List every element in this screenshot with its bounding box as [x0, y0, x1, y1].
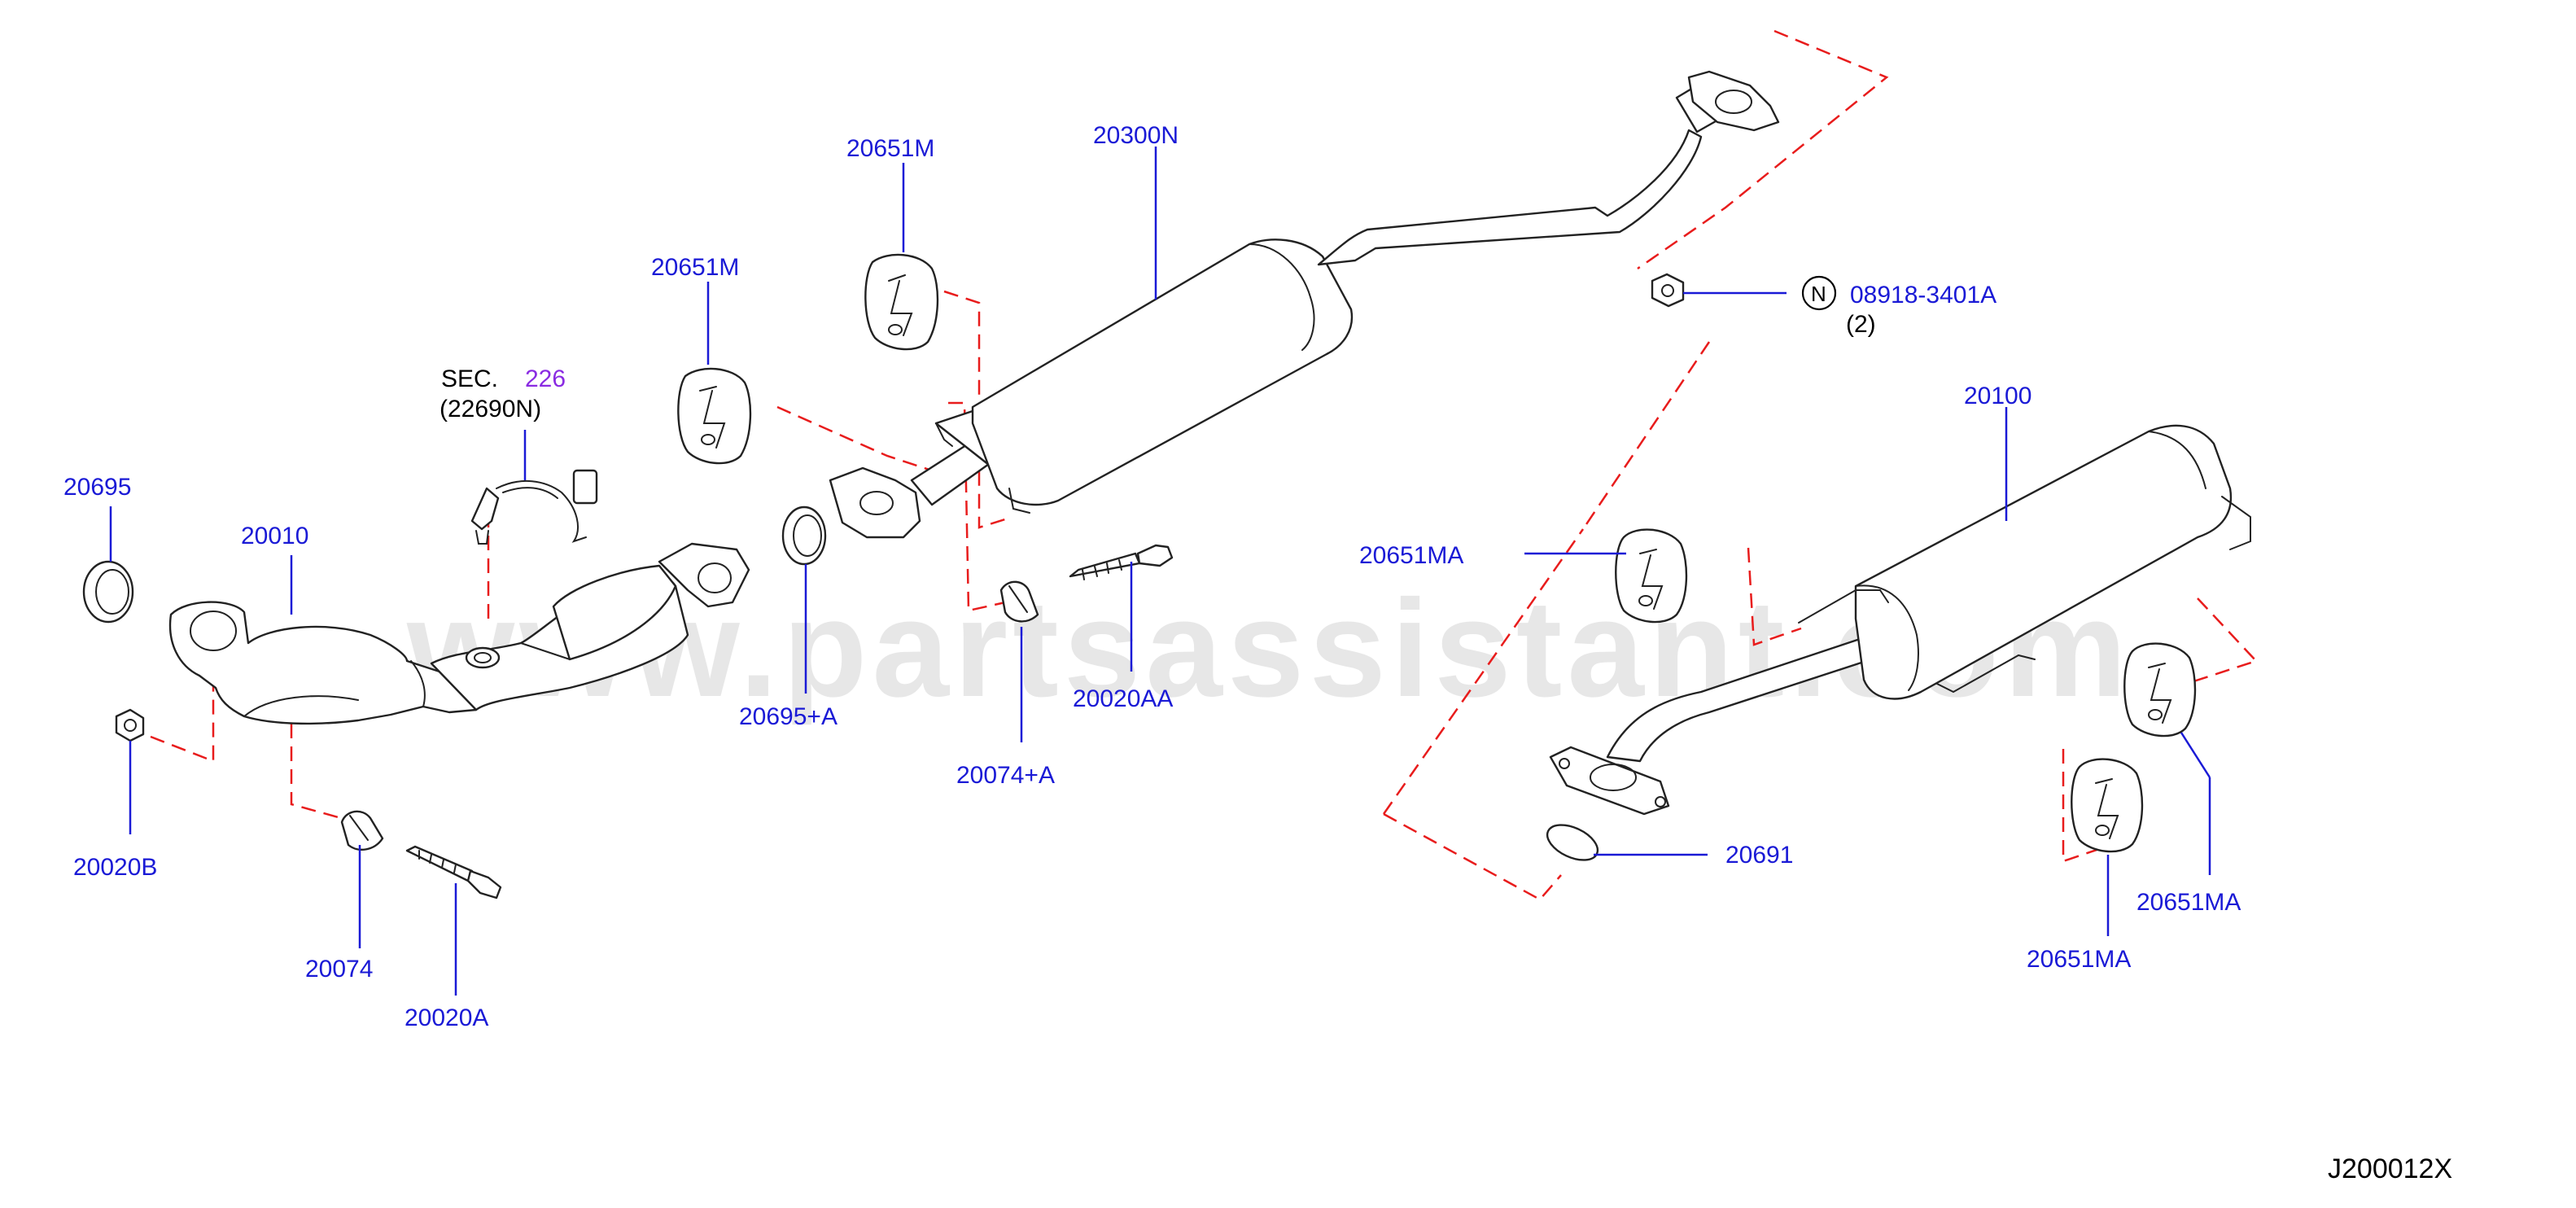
part-20691-ring-gasket[interactable]: [1542, 818, 1603, 868]
label-08918-3401A[interactable]: 08918-3401A: [1850, 282, 1997, 309]
label-20651M-b[interactable]: 20651M: [846, 135, 934, 162]
part-20020B-nut[interactable]: [115, 708, 145, 742]
label-20010[interactable]: 20010: [241, 523, 308, 549]
nut-qty: (2): [1846, 311, 1876, 338]
nut-symbol-circle: [1801, 275, 1837, 311]
part-20020AA-bolt[interactable]: [1069, 544, 1174, 580]
part-20010-front-tube-converter[interactable]: [168, 542, 750, 725]
assembly-dashed-lines: [150, 29, 2259, 901]
part-20300N-center-muffler[interactable]: [829, 70, 1780, 539]
part-20651MA-hanger-c[interactable]: [2071, 758, 2144, 853]
part-20695-gasket[interactable]: [82, 560, 134, 624]
sec-ref-prefix: SEC.: [441, 365, 498, 392]
part-20651M-hanger-a[interactable]: [677, 367, 752, 465]
label-20651MA-c[interactable]: 20651MA: [2027, 946, 2131, 973]
leader-lines: [109, 147, 2211, 996]
label-20300N[interactable]: 20300N: [1093, 122, 1179, 149]
label-20695A[interactable]: 20695+A: [739, 703, 838, 730]
part-20100-rear-muffler[interactable]: [1549, 424, 2251, 816]
diagram-code: J200012X: [2328, 1153, 2452, 1184]
part-20074-spring[interactable]: [340, 810, 384, 851]
label-20651M-a[interactable]: 20651M: [651, 254, 739, 281]
part-oxygen-sensor[interactable]: [470, 469, 598, 545]
nut-symbol-letter: N: [1811, 282, 1826, 306]
label-20020A[interactable]: 20020A: [405, 1004, 488, 1031]
label-20651MA-a[interactable]: 20651MA: [1359, 542, 1463, 569]
label-20020B[interactable]: 20020B: [73, 854, 157, 881]
label-20074A[interactable]: 20074+A: [956, 762, 1055, 789]
part-20651MA-hanger-a[interactable]: [1615, 528, 1688, 624]
label-20695[interactable]: 20695: [63, 474, 131, 501]
part-08918-3401A-nut[interactable]: [1651, 273, 1685, 308]
part-20020A-bolt[interactable]: [405, 845, 502, 899]
label-20020AA[interactable]: 20020AA: [1073, 685, 1173, 712]
sec-ref-number-link[interactable]: 226: [525, 365, 566, 392]
label-20100[interactable]: 20100: [1964, 383, 2031, 409]
label-20074[interactable]: 20074: [305, 956, 373, 983]
part-20651MA-hanger-b[interactable]: [2123, 642, 2197, 737]
label-20651MA-b[interactable]: 20651MA: [2136, 889, 2241, 916]
label-20691[interactable]: 20691: [1725, 842, 1793, 869]
part-20074A-spring[interactable]: [999, 580, 1039, 623]
part-20651M-hanger-b[interactable]: [864, 253, 939, 351]
part-20695A-gasket[interactable]: [781, 506, 827, 566]
sec-ref-part-no: (22690N): [440, 396, 541, 422]
